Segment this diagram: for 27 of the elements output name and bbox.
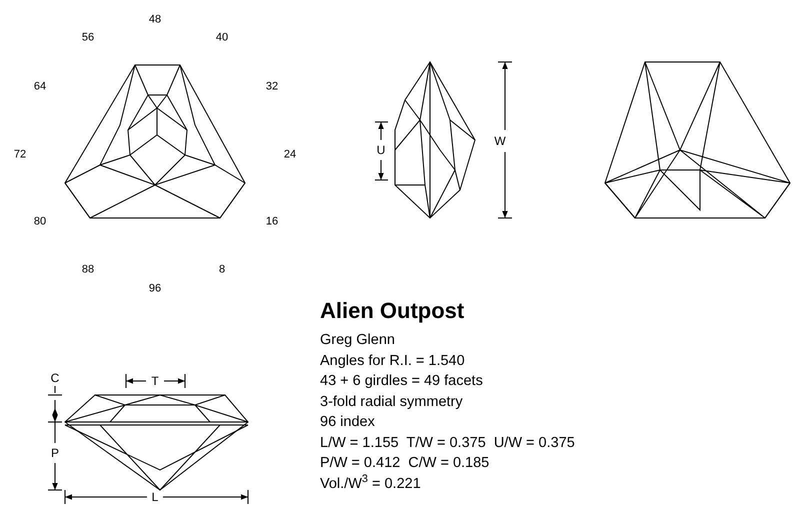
spec-line: Angles for R.I. = 1.540 xyxy=(320,352,466,370)
index-number: 48 xyxy=(148,14,162,26)
spec-line: L/W = 1.155 T/W = 0.375 U/W = 0.375 xyxy=(320,434,575,452)
index-number: 88 xyxy=(82,264,94,276)
index-number: 96 xyxy=(148,284,162,294)
dimension-label: P xyxy=(51,447,59,459)
dimension-label: C xyxy=(50,372,60,384)
spec-line: Vol./W$^{3}$ = 0.221 xyxy=(320,474,422,494)
index-number: 32 xyxy=(266,82,278,92)
spec-line: 43 + 6 girdles = 49 facets xyxy=(320,372,484,391)
spec-line: P/W = 0.412 C/W = 0.185 xyxy=(320,454,490,473)
title: Alien Outpost xyxy=(320,297,466,325)
spec-line: 96 index xyxy=(320,413,376,432)
index-number: 80 xyxy=(34,216,46,228)
dimension-label: U xyxy=(376,144,386,156)
index-number: 72 xyxy=(14,150,26,160)
index-number: 40 xyxy=(216,32,228,44)
index-number: 8 xyxy=(218,264,226,276)
dimension-label: T xyxy=(151,375,159,387)
dimension-label: L xyxy=(152,491,158,503)
index-number: 16 xyxy=(266,216,278,228)
index-number: 56 xyxy=(82,32,94,44)
dimension-label: W xyxy=(494,135,506,147)
spec-line: Greg Glenn xyxy=(320,331,396,350)
index-number: 64 xyxy=(34,82,46,92)
index-number: 24 xyxy=(284,150,296,160)
spec-line: 3-fold radial symmetry xyxy=(320,392,464,412)
